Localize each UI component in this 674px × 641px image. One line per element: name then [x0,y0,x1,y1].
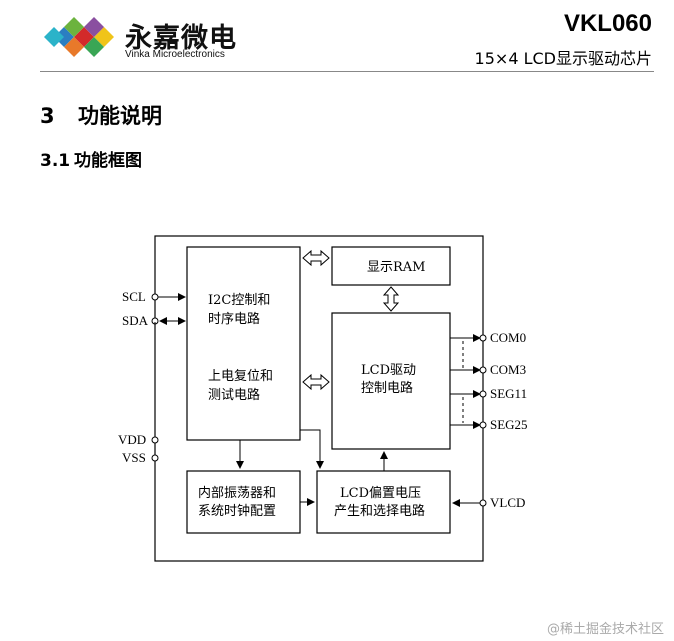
control-block-line4: 测试电路 [208,387,260,403]
header-rule [40,71,654,72]
pin-com0: COM0 [490,330,526,345]
pin-seg25: SEG25 [490,417,528,432]
control-block [186,246,301,441]
logo-diamonds-icon [44,17,114,57]
bias-line1: LCD偏置电压 [340,486,421,501]
subsection-number: 3.1 [40,151,71,171]
oscillator-line1: 内部振荡器和 [198,485,276,501]
double-arrow-ctrl-lcd [302,373,330,391]
subsection-title: 功能框图 [74,151,142,171]
section-number: 3 [40,104,55,128]
document-subtitle: 15×4 LCD显示驱动芯片 [474,49,652,68]
pin-com3: COM3 [490,362,526,377]
watermark: @稀土掘金技术社区 [546,622,664,637]
double-arrow-ctrl-ram [302,249,330,267]
section-heading: 3 功能说明 [40,100,162,130]
oscillator-line2: 系统时钟配置 [198,503,276,519]
lcd-driver-block [331,312,451,450]
double-arrow-ram-lcd [382,286,400,312]
bias-block [316,470,451,534]
document-model: VKL060 [563,10,652,37]
pin-sda: SDA [122,313,149,328]
pin-vss: VSS [122,450,146,465]
logo-brand-en: Vinka Microelectronics [125,49,225,60]
control-block-line3: 上电复位和 [208,369,273,384]
lcd-driver-line2: 控制电路 [361,380,413,396]
chip-outline [154,235,484,562]
pin-scl: SCL [122,289,146,304]
control-block-line1: I2C控制和 [208,293,270,308]
lcd-driver-line1: LCD驱动 [361,363,416,378]
ram-block-label: 显示RAM [367,260,426,275]
pin-vdd: VDD [118,432,146,447]
pin-seg11: SEG11 [490,386,527,401]
pin-vlcd: VLCD [490,495,525,510]
bias-line2: 产生和选择电路 [334,503,425,519]
section-title: 功能说明 [78,104,162,128]
control-block-line2: 时序电路 [208,311,260,327]
ram-block [331,246,451,286]
oscillator-block [186,470,301,534]
logo-brand: 永嘉微电 [125,23,237,54]
